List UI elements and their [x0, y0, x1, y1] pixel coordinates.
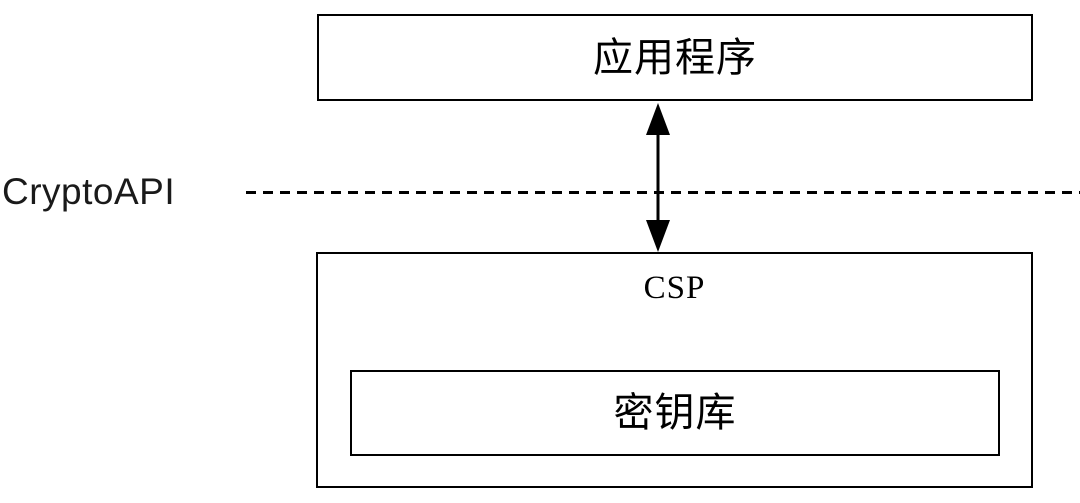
keystore-label: 密钥库	[613, 390, 737, 435]
cryptoapi-boundary-line	[246, 191, 1080, 194]
cryptoapi-label: CryptoAPI	[2, 171, 176, 212]
application-label: 应用程序	[593, 34, 757, 80]
double-arrow-icon	[642, 103, 674, 252]
application-box: 应用程序	[317, 14, 1033, 101]
keystore-box: 密钥库	[350, 370, 1000, 456]
csp-box: CSP 密钥库	[316, 252, 1033, 488]
csp-label: CSP	[643, 270, 706, 306]
